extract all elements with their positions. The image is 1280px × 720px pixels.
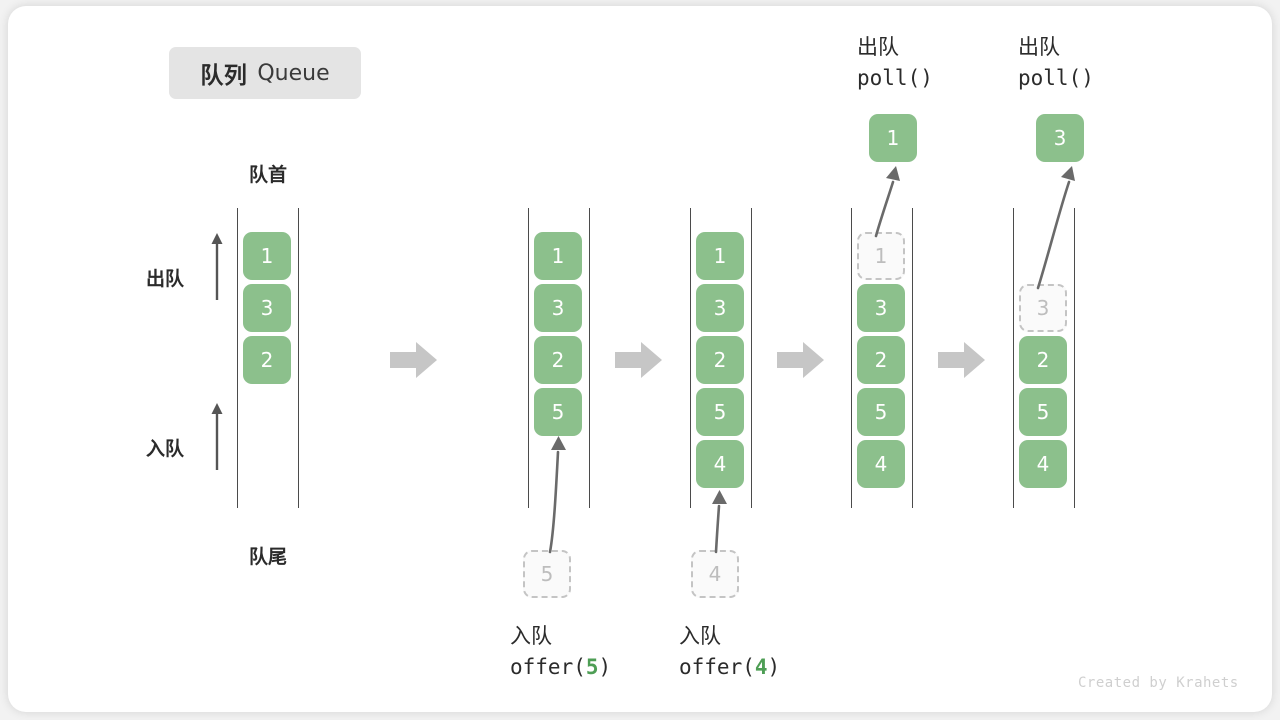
queue-box: 3 [534,284,582,332]
code-arg: 5 [585,655,599,679]
rail-left-col3 [690,208,691,508]
queue-box: 5 [1019,388,1067,436]
queue-box: 3 [857,284,905,332]
enqueue-curve-arrow-icon [700,484,745,554]
staging-box: 4 [691,550,739,598]
queue-box: 5 [696,388,744,436]
queue-box: 1 [243,232,291,280]
staging-box: 5 [523,550,571,598]
dequeue-curve-arrow-icon [1024,160,1084,290]
queue-box-removed: 3 [1019,284,1067,332]
caption-enqueue-code-2: offer(4) [679,655,780,679]
caption-dequeue-cn-2: 出队 [1018,36,1060,59]
caption-dequeue-code-2: poll() [1018,66,1094,90]
queue-box: 3 [243,284,291,332]
rail-left-col1 [237,208,238,508]
flow-arrow-icon [615,340,663,380]
enqueue-arrow-icon [209,402,225,470]
queue-box: 1 [696,232,744,280]
label-enqueue-direction: 入队 [146,439,185,460]
caption-dequeue-cn-1: 出队 [857,36,899,59]
label-queue-tail: 队尾 [248,547,287,568]
queue-box: 4 [1019,440,1067,488]
caption-enqueue-cn-1: 入队 [510,625,552,648]
queue-box: 4 [857,440,905,488]
dequeue-arrow-icon [209,232,225,300]
title-english: Queue [257,60,330,86]
caption-enqueue-cn-2: 入队 [679,625,721,648]
watermark-credit: Created by Krahets [1078,675,1239,691]
code-prefix: offer( [510,655,586,679]
queue-box: 2 [696,336,744,384]
queue-box: 3 [696,284,744,332]
flow-arrow-icon [390,340,438,380]
caption-enqueue-code-1: offer(5) [510,655,611,679]
queue-box-new: 4 [696,440,744,488]
popped-box: 3 [1036,114,1084,162]
queue-box: 5 [857,388,905,436]
label-dequeue-direction: 出队 [146,269,185,290]
title-chip: 队列 Queue [169,47,361,99]
queue-box: 1 [534,232,582,280]
flow-arrow-icon [938,340,986,380]
rail-right-col5 [1074,208,1075,508]
queue-box: 2 [857,336,905,384]
rail-right-col4 [912,208,913,508]
code-arg: 4 [754,655,768,679]
queue-box-removed: 1 [857,232,905,280]
title-chinese: 队列 [200,62,248,88]
rail-right-col1 [298,208,299,508]
queue-box: 2 [243,336,291,384]
code-suffix: ) [767,655,781,679]
rail-left-col2 [528,208,529,508]
code-prefix: offer( [679,655,755,679]
flow-arrow-icon [777,340,825,380]
popped-box: 1 [869,114,917,162]
label-queue-head: 队首 [248,165,287,186]
dequeue-curve-arrow-icon [862,160,912,238]
rail-right-col3 [751,208,752,508]
caption-dequeue-code-1: poll() [857,66,933,90]
enqueue-curve-arrow-icon [530,430,590,555]
queue-box: 2 [534,336,582,384]
rail-left-col5 [1013,208,1014,508]
queue-box: 2 [1019,336,1067,384]
code-suffix: ) [598,655,612,679]
queue-box-new: 5 [534,388,582,436]
rail-right-col2 [589,208,590,508]
rail-left-col4 [851,208,852,508]
